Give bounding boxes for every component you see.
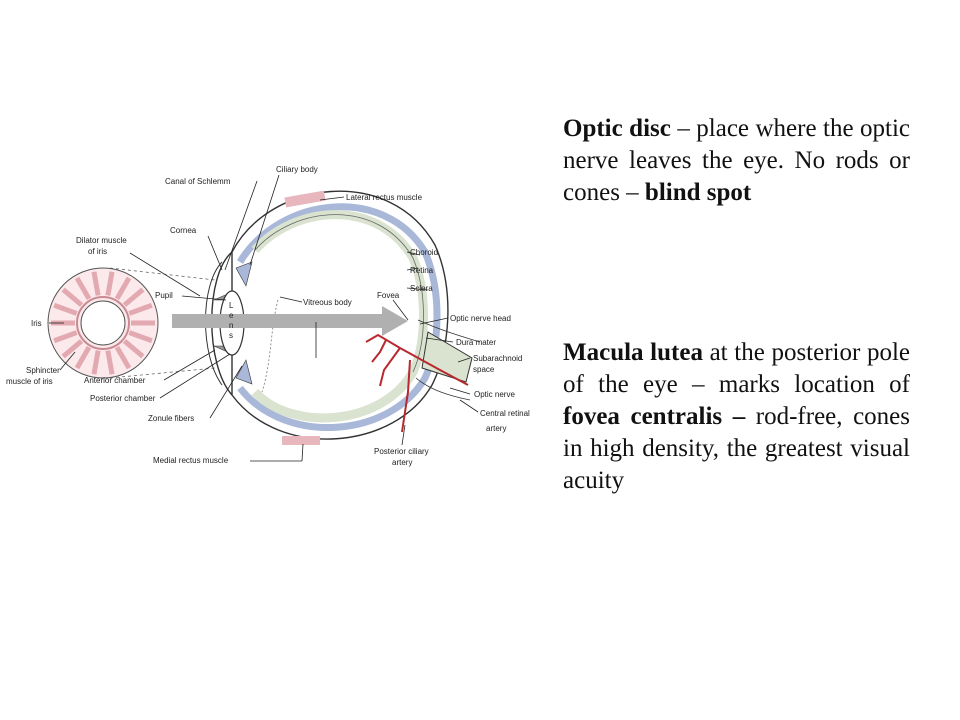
macula-lutea-term: Macula lutea	[563, 339, 703, 366]
macula-lutea-description: Macula lutea at the posterior pole of th…	[563, 337, 910, 497]
iris-spoke	[53, 302, 78, 316]
optic-disc-description: Optic disc – place where the optic nerve…	[563, 113, 910, 209]
label-sphincter-muscle-of-iris: muscle of iris	[6, 377, 53, 386]
blind-spot-term: blind spot	[644, 179, 752, 206]
iris-spoke	[105, 271, 115, 296]
fovea-centralis-term: fovea centralis –	[563, 403, 746, 430]
iris-spoke	[74, 276, 92, 301]
label-subarachnoid-space: space	[473, 365, 495, 374]
label-dilator-of-iris: of iris	[88, 247, 107, 256]
label-optic-nerve: Optic nerve	[474, 390, 515, 399]
iris-spoke	[122, 287, 145, 307]
label-lens-L: L	[229, 301, 234, 310]
iris-spoke	[114, 276, 132, 301]
iris-inset	[47, 267, 159, 379]
lateral-rectus-muscle	[284, 190, 326, 208]
iris-spoke	[105, 350, 115, 375]
label-lateral-rectus-muscle: Lateral rectus muscle	[346, 193, 423, 202]
iris-spoke	[61, 287, 84, 307]
optic-nerve	[415, 319, 481, 401]
label-sphincter: Sphincter	[26, 366, 60, 375]
retinal-arteries	[365, 333, 469, 433]
optic-disc-body: – place where the optic nerve leaves the…	[563, 115, 910, 206]
label-lens-e: e	[229, 311, 234, 320]
label-lens-n: n	[229, 321, 233, 330]
label-zonule-fibers: Zonule fibers	[148, 414, 194, 423]
label-optic-nerve-head: Optic nerve head	[450, 314, 511, 323]
label-fovea: Fovea	[377, 291, 400, 300]
label-vitreous-body: Vitreous body	[303, 298, 352, 307]
label-dilator-muscle: Dilator muscle	[76, 236, 127, 245]
label-central-retinal: Central retinal	[480, 409, 530, 418]
medial-rectus-muscle	[282, 436, 320, 445]
label-subarachnoid: Subarachnoid	[473, 354, 522, 363]
label-ciliary-body: Ciliary body	[276, 165, 318, 174]
label-pupil: Pupil	[155, 291, 173, 300]
label-dura-mater: Dura mater	[456, 338, 496, 347]
label-anterior-chamber: Anterior chamber	[84, 376, 146, 385]
label-posterior-chamber: Posterior chamber	[90, 394, 156, 403]
leader-lines	[49, 174, 479, 462]
label-iris: Iris	[31, 319, 42, 328]
label-cornea: Cornea	[170, 226, 197, 235]
iris-spoke	[122, 339, 145, 359]
macula-lutea-tail: rod-free, cones in high density, the gre…	[563, 403, 911, 494]
label-choroid: Choroid	[410, 248, 438, 257]
iris-spoke	[91, 271, 101, 296]
iris-spoke	[114, 345, 132, 370]
visual-axis-arrow	[172, 306, 408, 336]
label-retina: Retina	[410, 266, 434, 275]
label-medial-rectus-muscle: Medial rectus muscle	[153, 456, 229, 465]
label-central-retinal-artery: artery	[486, 424, 506, 433]
label-sclera: Sclera	[410, 284, 433, 293]
label-posterior-ciliary: Posterior ciliary	[374, 447, 429, 456]
label-lens-s: s	[229, 331, 233, 340]
iris-spoke	[91, 350, 101, 375]
macula-lutea-body: at the posterior pole of the eye – marks…	[563, 339, 910, 398]
optic-disc-term: Optic disc	[563, 115, 671, 142]
iris-spoke	[61, 339, 84, 359]
iris-spoke	[53, 330, 78, 344]
iris-spoke	[128, 302, 153, 316]
iris-spoke	[128, 330, 153, 344]
label-canal-of-schlemm: Canal of Schlemm	[165, 177, 231, 186]
label-posterior-ciliary-artery: artery	[392, 458, 412, 467]
diagram-labels: Canal of Schlemm Ciliary body Lateral re…	[6, 165, 530, 467]
eye-anatomy-diagram: Canal of Schlemm Ciliary body Lateral re…	[6, 165, 530, 467]
iris-spoke	[74, 345, 92, 370]
